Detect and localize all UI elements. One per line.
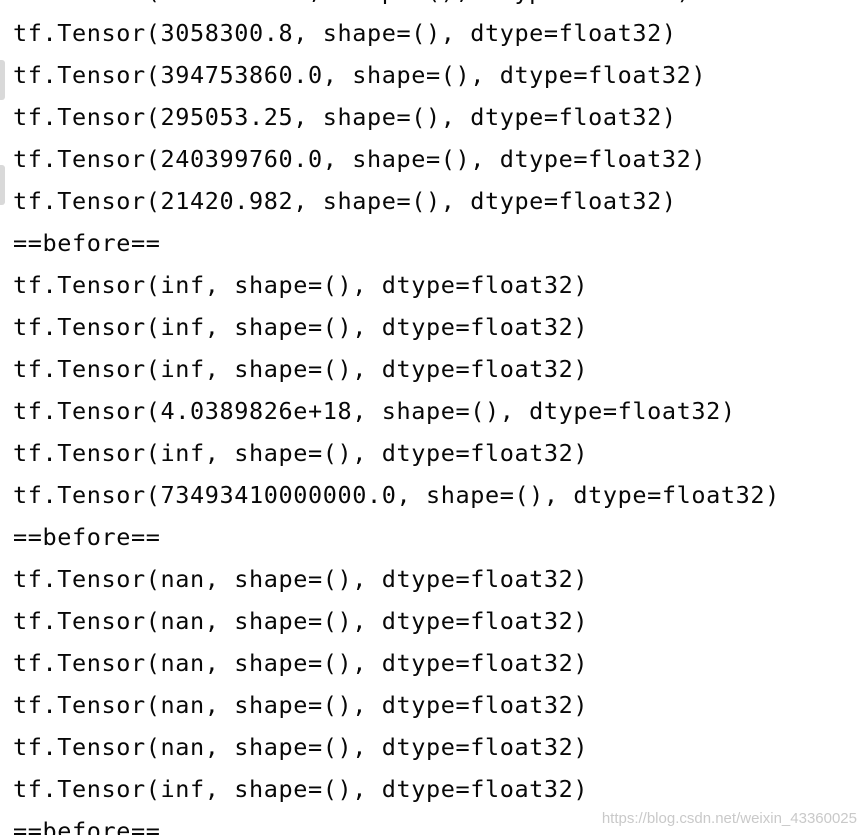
console-line: tf.Tensor(73493410000000.0, shape=(), dt… [13,481,780,509]
console-line: tf.Tensor(1016606.56, shape=(), dtype=fl… [13,0,780,12]
watermark: https://blog.csdn.net/weixin_43360025 [601,810,857,827]
console-line-separator: ==before== [13,229,161,257]
console-line: tf.Tensor(3058300.8, shape=(), dtype=flo… [13,19,677,47]
console-line: tf.Tensor(295053.25, shape=(), dtype=flo… [13,103,677,131]
console-line: tf.Tensor(21420.982, shape=(), dtype=flo… [13,187,677,215]
console-line: tf.Tensor(inf, shape=(), dtype=float32) [13,313,589,341]
console-line: tf.Tensor(nan, shape=(), dtype=float32) [13,565,589,593]
console-lines: tf.Tensor(1016606.56, shape=(), dtype=fl… [13,0,780,835]
console-line-separator: ==before== [13,523,161,551]
console-line: tf.Tensor(4.0389826e+18, shape=(), dtype… [13,397,736,425]
console-line: tf.Tensor(nan, shape=(), dtype=float32) [13,733,589,761]
gutter-marker [0,60,5,100]
console-line: tf.Tensor(nan, shape=(), dtype=float32) [13,649,589,677]
console-line: tf.Tensor(inf, shape=(), dtype=float32) [13,355,589,383]
console-line: tf.Tensor(nan, shape=(), dtype=float32) [13,691,589,719]
console-line: tf.Tensor(inf, shape=(), dtype=float32) [13,439,589,467]
console-line: tf.Tensor(nan, shape=(), dtype=float32) [13,607,589,635]
console-line: tf.Tensor(240399760.0, shape=(), dtype=f… [13,145,707,173]
gutter-marker [0,165,5,205]
console-line: tf.Tensor(394753860.0, shape=(), dtype=f… [13,61,707,89]
console-line: tf.Tensor(inf, shape=(), dtype=float32) [13,271,589,299]
console-line: tf.Tensor(inf, shape=(), dtype=float32) [13,775,589,803]
console-line-separator: ==before== [13,817,161,835]
